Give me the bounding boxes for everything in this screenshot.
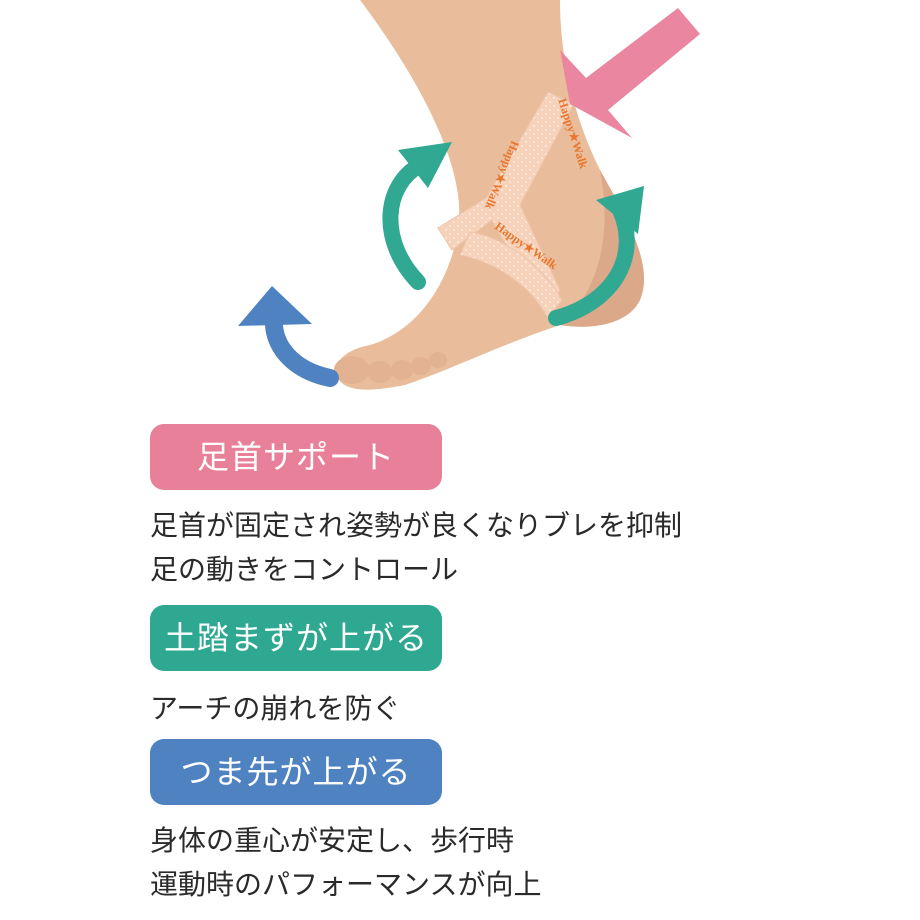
- arch-lift-badge: 土踏まずが上がる: [150, 605, 442, 671]
- ankle-support-description: 足首が固定され姿勢が良くなりブレを抑制 足の動きをコントロール: [150, 504, 682, 592]
- arch-lift-description: アーチの崩れを防ぐ: [150, 687, 400, 731]
- blue-arrow-icon: [238, 286, 339, 387]
- description-line: 運動時のパフォーマンスが向上: [150, 868, 542, 901]
- green-arrow-left-icon: [382, 142, 452, 290]
- description-line: アーチの崩れを防ぐ: [150, 692, 401, 725]
- toe-lift-description: 身体の重心が安定し、歩行時 運動時のパフォーマンスが向上: [150, 819, 541, 907]
- toe-lift-badge: つま先が上がる: [150, 739, 442, 805]
- foot-tape-illustration: Happy★Walk Happy★Walk Happy★Walk: [238, 0, 700, 390]
- green-arrow-right-icon: [548, 186, 644, 326]
- pink-arrow-icon: [560, 8, 700, 138]
- description-line: 足首が固定され姿勢が良くなりブレを抑制: [150, 509, 683, 542]
- description-line: 足の動きをコントロール: [150, 553, 459, 586]
- description-line: 身体の重心が安定し、歩行時: [150, 824, 515, 857]
- ankle-support-badge: 足首サポート: [150, 424, 442, 490]
